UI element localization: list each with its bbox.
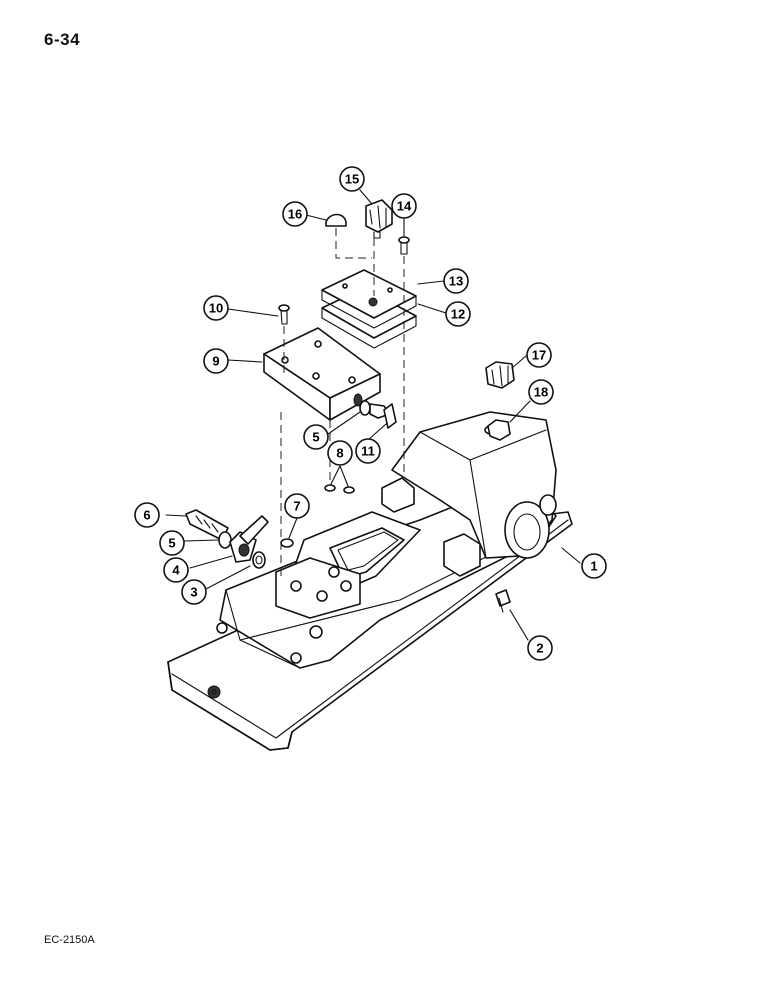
callout-6-label: 6: [143, 508, 150, 523]
callout-1-label: 1: [590, 559, 597, 574]
callout-8: 8: [327, 440, 353, 466]
callout-5-adapter-label: 5: [312, 430, 319, 445]
callout-3: 3: [181, 579, 207, 605]
callout-16-label: 16: [288, 207, 302, 222]
cap-plug-part: [325, 213, 347, 227]
page-number: 6-34: [44, 30, 81, 49]
callout-16: 16: [282, 201, 308, 227]
callout-7-label: 7: [293, 499, 300, 514]
leader-lines: [165, 189, 581, 641]
callout-2-label: 2: [536, 641, 543, 656]
callout-10: 10: [203, 295, 229, 321]
callout-5-fitting-label: 5: [168, 536, 175, 551]
callout-14: 14: [391, 193, 417, 219]
callout-10-label: 10: [209, 301, 223, 316]
callout-5-fitting: 5: [159, 530, 185, 556]
callout-5-adapter: 5: [303, 424, 329, 450]
callout-6: 6: [134, 502, 160, 528]
callout-4-label: 4: [172, 563, 180, 578]
callout-17: 17: [526, 342, 552, 368]
elbow-fitting-part: [359, 400, 397, 429]
banjo-fitting-assembly: [185, 509, 269, 569]
bolt-part: [398, 236, 410, 255]
filler-cap-part: [485, 361, 515, 389]
callout-15-label: 15: [345, 172, 359, 187]
callout-8-label: 8: [336, 446, 343, 461]
sealing-washers: [280, 484, 355, 548]
callout-3-label: 3: [190, 585, 197, 600]
callout-9: 9: [203, 348, 229, 374]
callout-11-label: 11: [361, 444, 375, 459]
callout-14-label: 14: [397, 199, 412, 214]
callout-7: 7: [284, 493, 310, 519]
callout-2: 2: [527, 635, 553, 661]
filler-washer-part: [487, 419, 511, 441]
callout-18: 18: [528, 379, 554, 405]
callout-1: 1: [581, 553, 607, 579]
drain-plug-part: [495, 589, 511, 613]
callout-13-label: 13: [449, 274, 463, 289]
cover-plate-part: [321, 269, 417, 329]
housing-cover-part: [167, 411, 573, 751]
cap-screw-part: [278, 304, 290, 325]
valve-block-part: [263, 327, 381, 421]
callout-17-label: 17: [532, 348, 546, 363]
callout-13: 13: [443, 268, 469, 294]
callout-12: 12: [445, 301, 471, 327]
callout-18-label: 18: [534, 385, 548, 400]
callout-11: 11: [355, 438, 381, 464]
callout-4: 4: [163, 557, 189, 583]
figure-code: EC-2150A: [44, 934, 95, 946]
callout-15: 15: [339, 166, 365, 192]
breather-cap-part: [365, 199, 393, 239]
callout-12-label: 12: [451, 307, 465, 322]
callout-9-label: 9: [212, 354, 219, 369]
